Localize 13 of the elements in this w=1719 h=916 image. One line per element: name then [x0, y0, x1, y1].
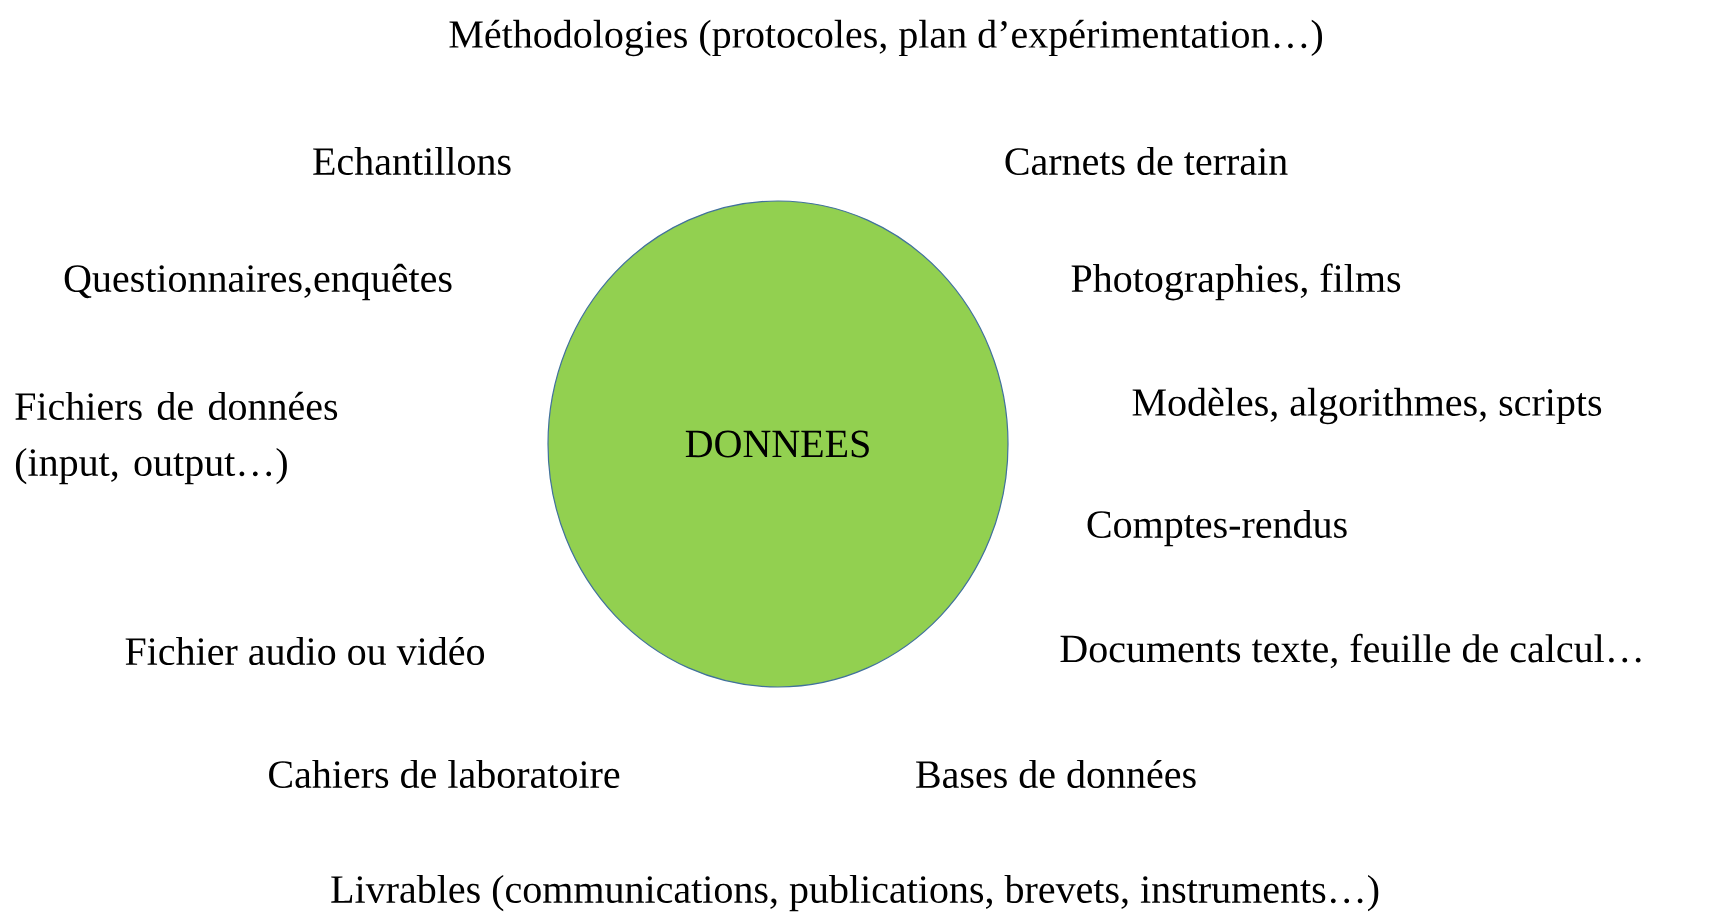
label: Fichier audio ou vidéo [125, 636, 485, 666]
label: Comptes-rendus [1087, 509, 1347, 547]
label: Photographies, films [1071, 263, 1401, 301]
label: Questionnaires,enquêtes [64, 263, 452, 301]
label: Bases de données [916, 759, 1196, 789]
label: Méthodologies (protocoles, plan d’expérimentation…) [449, 19, 1322, 57]
label: Carnets de terrain [1005, 146, 1288, 176]
label: Echantillons [313, 146, 511, 176]
label: Cahiers de laboratoire [269, 759, 620, 789]
label: Livrables (communications, publications, brevets, instruments…) [331, 874, 1379, 912]
label: Fichiers de données (input, output…) [15, 391, 338, 485]
label: Modèles, algorithmes, scripts [1132, 387, 1602, 425]
label: Documents texte, feuille de calcul… [1060, 633, 1641, 669]
